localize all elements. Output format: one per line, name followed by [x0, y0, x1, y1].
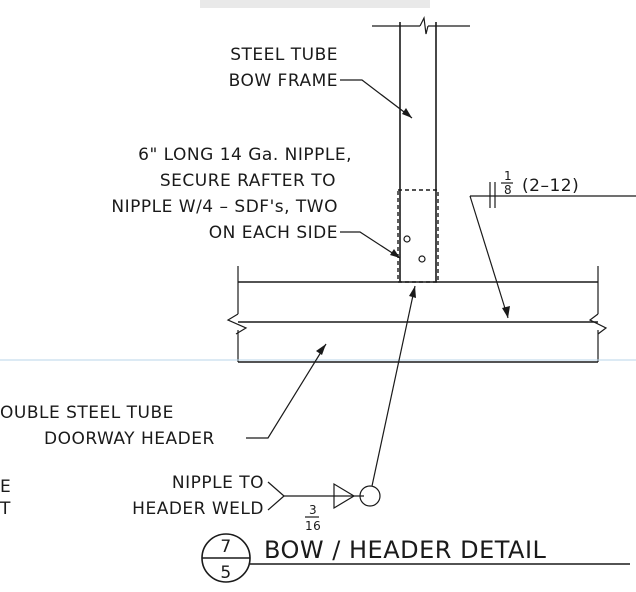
nipple-weld-label-line2: HEADER WELD [132, 499, 264, 519]
nipple-label-line1: 6" LONG 14 Ga. NIPPLE, [138, 145, 352, 165]
detail-title: BOW / HEADER DETAIL [264, 536, 547, 564]
nipple-label-line4: ON EACH SIDE [209, 223, 338, 243]
scan-artifact [200, 0, 430, 8]
header-upper-tube [226, 266, 608, 335]
partial-left-text: T [0, 499, 11, 519]
steel-tube-leader [340, 79, 413, 119]
screw-icon [403, 235, 411, 243]
fillet-size-num: 3 [309, 503, 317, 517]
partial-left-text: E [0, 477, 11, 497]
double-tube-label-line1: OUBLE STEEL TUBE [0, 403, 174, 423]
weld-fraction-den: 8 [504, 183, 512, 197]
bow-frame-tube [372, 15, 470, 282]
header-weld-symbol [267, 285, 416, 511]
double-tube-leader [246, 343, 327, 439]
nipple-hidden [397, 189, 439, 283]
detail-number: 7 [220, 537, 231, 557]
weld-spec: (2–12) [522, 176, 579, 196]
steel-tube-label-line2: BOW FRAME [229, 71, 338, 91]
detail-sheet: 5 [220, 563, 231, 583]
fillet-size-den: 16 [305, 519, 321, 533]
fillet-weld-symbol-upper [469, 182, 636, 319]
header-lower-tube [237, 330, 599, 363]
nipple-label-line2: SECURE RAFTER TO [160, 171, 336, 191]
screw-icon [418, 255, 426, 263]
weld-fraction-num: 1 [504, 169, 512, 183]
detail-callout-bubble [201, 533, 251, 583]
double-tube-label-line2: DOORWAY HEADER [44, 429, 215, 449]
nipple-label-line3: NIPPLE W/4 – SDF's, TWO [111, 197, 338, 217]
nipple-leader [340, 231, 401, 259]
nipple-weld-label-line1: NIPPLE TO [172, 473, 264, 493]
steel-tube-label-line1: STEEL TUBE [230, 45, 338, 65]
